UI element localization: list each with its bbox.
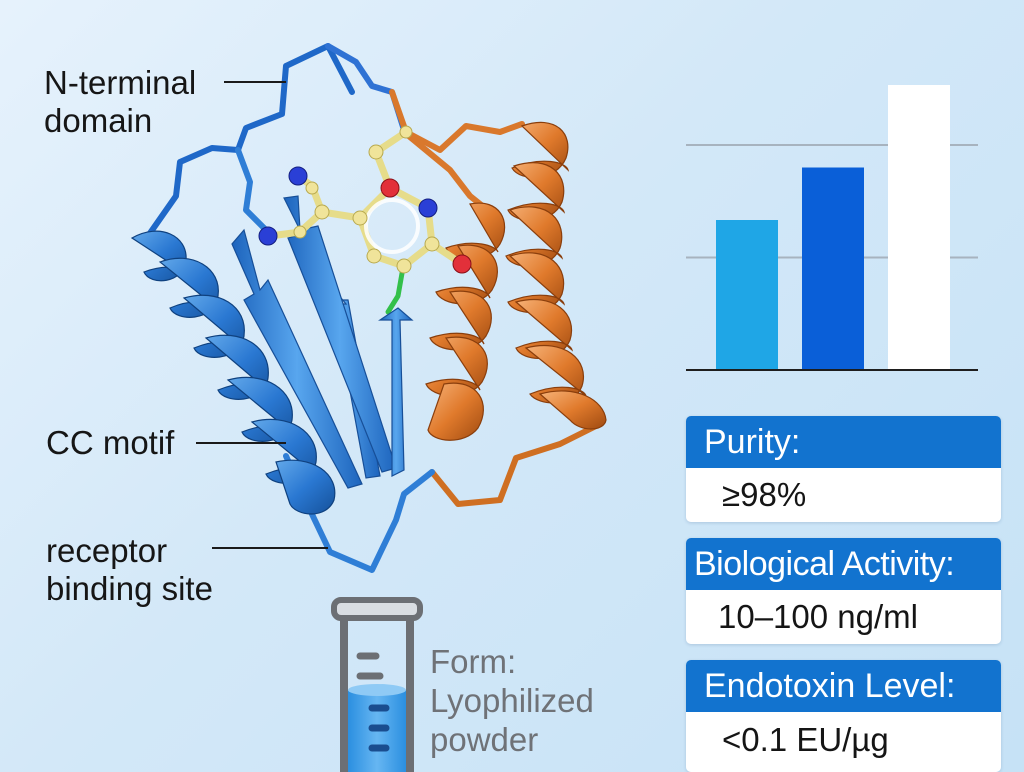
blue-helix xyxy=(130,230,336,515)
nitrogen-atom xyxy=(418,198,438,218)
biological-activity-value: 10–100 ng/ml xyxy=(686,590,1001,644)
chart-bar-1 xyxy=(716,220,778,370)
beta-strand xyxy=(231,228,363,489)
chart-bars xyxy=(716,85,950,370)
top-orange-loop xyxy=(389,89,525,153)
tube-graduations xyxy=(356,652,384,680)
endotoxin-value: <0.1 EU/µg xyxy=(686,712,1001,772)
right-orange-loop xyxy=(429,421,603,507)
cc-motif-label: CC motif xyxy=(46,424,175,461)
ligand-molecule xyxy=(258,125,472,274)
green-linker xyxy=(385,259,407,315)
blue-small-loop xyxy=(235,147,271,235)
purity-value: ≥98% xyxy=(686,468,1001,522)
n-terminal-loop xyxy=(145,43,355,239)
nitrogen-atom xyxy=(288,166,308,186)
protein-loops xyxy=(145,43,603,573)
oxygen-atom xyxy=(452,254,472,274)
callout-lines xyxy=(196,81,328,549)
chart-bar-3 xyxy=(888,85,950,370)
n-terminal-domain-label: N-terminal domain xyxy=(44,64,197,139)
beta-strand xyxy=(378,307,414,477)
test-tube-icon xyxy=(331,597,423,772)
receptor-binding-site-label: receptor binding site xyxy=(46,532,213,607)
chart-bar-2 xyxy=(802,167,864,370)
beta-strand xyxy=(283,195,397,473)
form-label: Form: Lyophilized powder xyxy=(430,643,594,758)
purity-heading: Purity: xyxy=(686,416,1001,468)
endotoxin-heading: Endotoxin Level: xyxy=(686,660,1001,712)
orange-helix-outer xyxy=(505,121,607,430)
oxygen-atom xyxy=(380,178,400,198)
biological-activity-card: Biological Activity: 10–100 ng/ml xyxy=(686,538,1001,644)
endotoxin-card: Endotoxin Level: <0.1 EU/µg xyxy=(686,660,1001,772)
beta-sheet xyxy=(231,195,414,489)
bar-chart xyxy=(686,85,978,371)
top-blue-loop xyxy=(325,43,407,133)
biological-activity-heading: Biological Activity: xyxy=(686,538,1001,590)
nitrogen-atom xyxy=(258,226,278,246)
purity-card: Purity: ≥98% xyxy=(686,416,1001,522)
orange-helix-inner xyxy=(425,202,506,441)
